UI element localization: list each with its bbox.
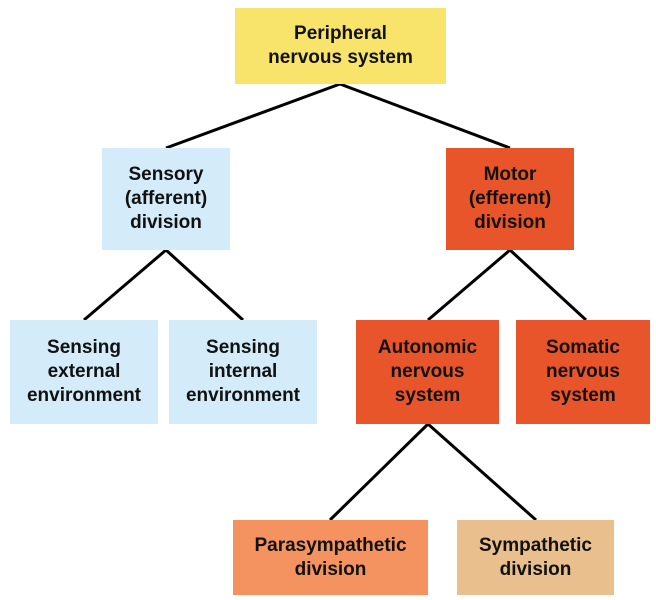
connector-peripheral-sensory [165,82,341,150]
peripheral-nervous-system-label: Peripheral nervous system [268,23,413,68]
connector-peripheral-motor [339,82,511,150]
sensory-division-box: Sensory (afferent) division [102,148,230,250]
sympathetic-division-box: Sympathetic division [457,520,614,595]
sensing-internal-environment-box: Sensing internal environment [169,320,317,424]
peripheral-nervous-system-box: Peripheral nervous system [235,8,446,84]
connector-autonomic-parasympathetic [328,422,430,522]
connector-autonomic-sympathetic [427,422,537,522]
connector-motor-autonomic [427,248,511,322]
motor-division-label: Motor (efferent) division [468,164,552,233]
connector-motor-somatic [508,248,588,322]
sensory-division-label: Sensory (afferent) division [124,164,208,233]
sympathetic-division-label: Sympathetic division [479,534,592,580]
sensing-internal-environment-label: Sensing internal environment [185,337,301,406]
somatic-nervous-system-box: Somatic nervous system [516,320,650,424]
autonomic-nervous-system-box: Autonomic nervous system [356,320,499,424]
sensing-external-environment-label: Sensing external environment [26,337,142,406]
motor-division-box: Motor (efferent) division [446,148,574,250]
autonomic-nervous-system-label: Autonomic nervous system [377,337,478,406]
connector-sensory-internal [164,248,245,322]
parasympathetic-division-label: Parasympathetic division [254,534,407,580]
parasympathetic-division-box: Parasympathetic division [233,520,428,595]
sensing-external-environment-box: Sensing external environment [10,320,158,424]
somatic-nervous-system-label: Somatic nervous system [546,337,620,406]
connector-sensory-external [83,248,167,322]
